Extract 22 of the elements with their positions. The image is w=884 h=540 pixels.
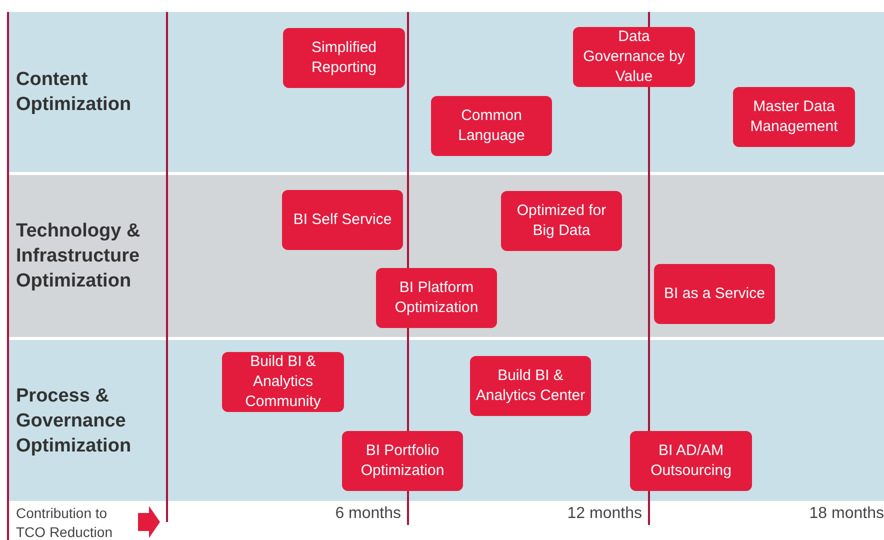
- row-band: [8, 175, 884, 337]
- row-band: [8, 340, 884, 501]
- initiative-box: Data Governance by Value: [573, 27, 695, 87]
- initiative-box: Optimized for Big Data: [501, 191, 622, 251]
- initiative-box: Build BI & Analytics Center: [470, 356, 591, 416]
- axis-caption: Contribution to TCO Reduction: [16, 504, 114, 540]
- row-heading: Content Optimization: [16, 68, 132, 117]
- initiative-box: Common Language: [431, 96, 552, 156]
- initiative-box: BI as a Service: [654, 264, 775, 324]
- row-heading: Technology & Infrastructure Optimization: [16, 220, 142, 294]
- time-label: 18 months: [809, 504, 884, 524]
- initiative-box: Simplified Reporting: [283, 28, 405, 88]
- row-band: [8, 12, 884, 172]
- row-heading: Process & Governance Optimization: [16, 384, 132, 458]
- initiative-box: Master Data Management: [733, 87, 855, 147]
- initiative-box: Build BI & Analytics Community: [222, 352, 344, 412]
- initiative-box: BI Portfolio Optimization: [342, 431, 463, 491]
- initiative-box: BI AD/AM Outsourcing: [630, 431, 752, 491]
- initiative-box: BI Self Service: [282, 190, 403, 250]
- initiative-box: BI Platform Optimization: [376, 268, 497, 328]
- time-label: 12 months: [567, 504, 642, 524]
- time-label: 6 months: [335, 504, 401, 524]
